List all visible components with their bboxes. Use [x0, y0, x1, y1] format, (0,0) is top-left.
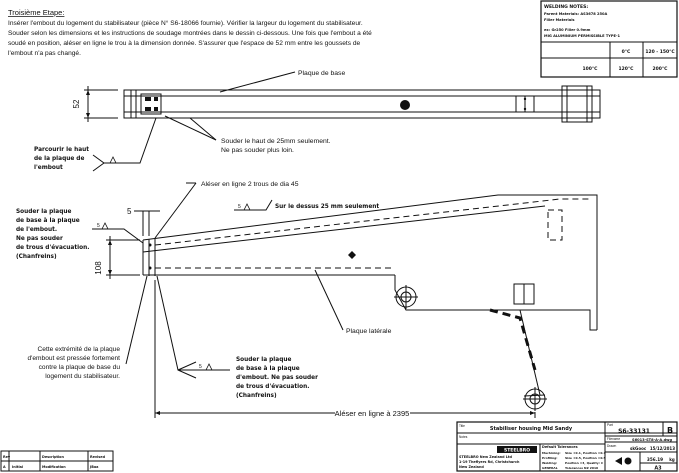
drawn-date: 15/12/2013: [650, 446, 675, 451]
filename-label: Filename: [607, 437, 620, 441]
welding-notes-line-3: ex: Gr250 Filler 0.9mm: [544, 28, 591, 32]
welding-notes-title: WELDING NOTES:: [544, 4, 588, 10]
notes-label: Notes: [459, 435, 468, 439]
cette-extremite-1: Cette extrémité de la plaque: [38, 346, 121, 353]
weld-5c: 5: [199, 364, 202, 370]
instructions-line-2: Souder selon les dimensions et les instr…: [8, 30, 372, 37]
tol-val-4: Tolerances NZ 2010: [565, 466, 598, 470]
mass-value: 356.19: [647, 457, 663, 462]
part-label: Part: [607, 423, 613, 427]
company-line-2: 1-19 Theflyers Rd, Christchurch: [459, 460, 520, 464]
cette-extremite-3: contre la plaque de base du: [39, 364, 121, 371]
rev-row-a: A: [3, 465, 6, 469]
tolerances-title: Default Tolerances: [542, 445, 578, 449]
preheat-2: 120 - 150°C: [645, 49, 675, 55]
weld-5a: 5: [238, 204, 241, 210]
souder-left-6: (Chanfreins): [16, 254, 57, 260]
tol-label-1: Machining:: [542, 451, 561, 455]
label-sur-le-dessus: Sur le dessus 25 mm seulement: [275, 204, 379, 210]
welding-notes-line-4: MIG ALUMINIUM PERMISSIBLE TYPE-1: [544, 34, 620, 38]
drawn-by: skGooc: [630, 446, 647, 451]
souder-left-2: de base à la plaque: [16, 217, 80, 224]
label-plaque-de-base: Plaque de base: [298, 70, 345, 77]
drawn-label: Drawn: [607, 444, 616, 448]
rev-col-rev: Rev: [3, 455, 11, 459]
top-view: 52: [72, 85, 601, 123]
rev-col-desc: Description: [42, 455, 65, 459]
souder-left-4: Ne pas souder: [16, 236, 63, 242]
preheat-1: 0°C: [622, 49, 631, 55]
instructions-line-4: l'embout n'a pas changé.: [8, 50, 81, 57]
temp-2: 120°C: [619, 66, 635, 72]
mass-unit: kg: [669, 457, 675, 462]
rev-row-initial: Initial: [12, 465, 23, 469]
cette-extremite-2: d'embout est pressée fortement: [27, 355, 120, 362]
part-number: S6-33131: [618, 428, 650, 435]
weld-5b: 5: [97, 223, 100, 229]
company-line-1: STEELBRO New Zealand Ltd: [459, 455, 513, 459]
dim-5: 5: [127, 207, 132, 216]
side-view: [142, 194, 598, 411]
souder-bottom-1: Souder la plaque: [236, 357, 291, 363]
label-parcourir-2: de la plaque de: [34, 156, 84, 162]
souder-left-3: de l'embout.: [16, 227, 57, 233]
dim-52: 52: [72, 99, 81, 108]
title-block: Title Stabiliser housing Mid Sandy Part …: [456, 421, 678, 472]
revision-letter: B: [667, 426, 673, 435]
label-souder-haut-1: Souder le haut de 25mm seulement.: [221, 138, 331, 145]
instructions-heading: Troisième Etape:: [8, 8, 64, 17]
label-aleser-trous: Aléser en ligne 2 trous de dia 45: [201, 181, 299, 188]
revision-table: Rev Description Revised A Initial Modifi…: [0, 450, 114, 472]
tol-label-3: Welding:: [542, 461, 557, 465]
label-parcourir-3: l'embout: [34, 165, 63, 171]
cette-extremite-4: logement du stabilisateur.: [45, 373, 120, 380]
dim-108: 108: [94, 261, 103, 275]
filename: S6013-ST8-A-A.dwg: [632, 438, 672, 442]
temp-3: 200°C: [653, 66, 669, 72]
souder-left-5: de trous d'évacuation.: [16, 244, 89, 251]
title-label: Title: [459, 424, 465, 428]
sheet-size: A3: [654, 466, 662, 472]
rev-row-mod: Modification: [42, 465, 66, 469]
tol-label-2: Profiling:: [542, 456, 558, 460]
tol-label-4: GENERAL: [542, 466, 558, 470]
welding-notes-line-1: Parent Materials: AS3678 250A: [544, 12, 607, 16]
souder-bottom-4: de trous d'évacuation.: [236, 383, 309, 390]
projection-icon: [615, 457, 622, 465]
souder-bottom-5: (Chanfreins): [236, 393, 277, 399]
tol-val-3: Position ±3, Quality: C: [565, 461, 604, 465]
label-aleser-ligne: Aléser en ligne à 2395: [335, 409, 410, 418]
souder-bottom-2: de base à la plaque: [236, 365, 300, 372]
company-logo-text: STEELBRO: [504, 448, 530, 454]
label-souder-haut-2: Ne pas souder plus loin.: [221, 147, 294, 154]
welding-notes-line-2: Filler Materials: [544, 18, 575, 22]
souder-bottom-3: d'embout. Ne pas souder: [236, 375, 318, 381]
company-logo: [497, 446, 537, 453]
rev-row-by: JBaa: [89, 465, 99, 469]
company-line-3: New Zealand: [459, 465, 484, 469]
drawing-title: Stabiliser housing Mid Sandy: [490, 426, 573, 432]
tol-val-2: Size ±0.5, Position ±0.5: [565, 456, 606, 460]
instructions-line-3: soudé en position, aléser en ligne le tr…: [8, 40, 361, 47]
welding-notes-box: WELDING NOTES: Parent Materials: AS3678 …: [540, 0, 678, 78]
tol-val-1: Size ±0.1, Position ±0.1: [565, 451, 606, 455]
label-parcourir-1: Parcourir le haut: [34, 147, 89, 153]
souder-left-1: Souder la plaque: [16, 209, 71, 215]
rev-col-revised: Revised: [90, 455, 106, 459]
label-plaque-laterale: Plaque latérale: [346, 328, 392, 335]
instructions-line-1: Insérer l'embout du logement du stabilis…: [8, 19, 363, 27]
temp-1: 100°C: [583, 66, 599, 72]
top-hole: [400, 100, 410, 110]
